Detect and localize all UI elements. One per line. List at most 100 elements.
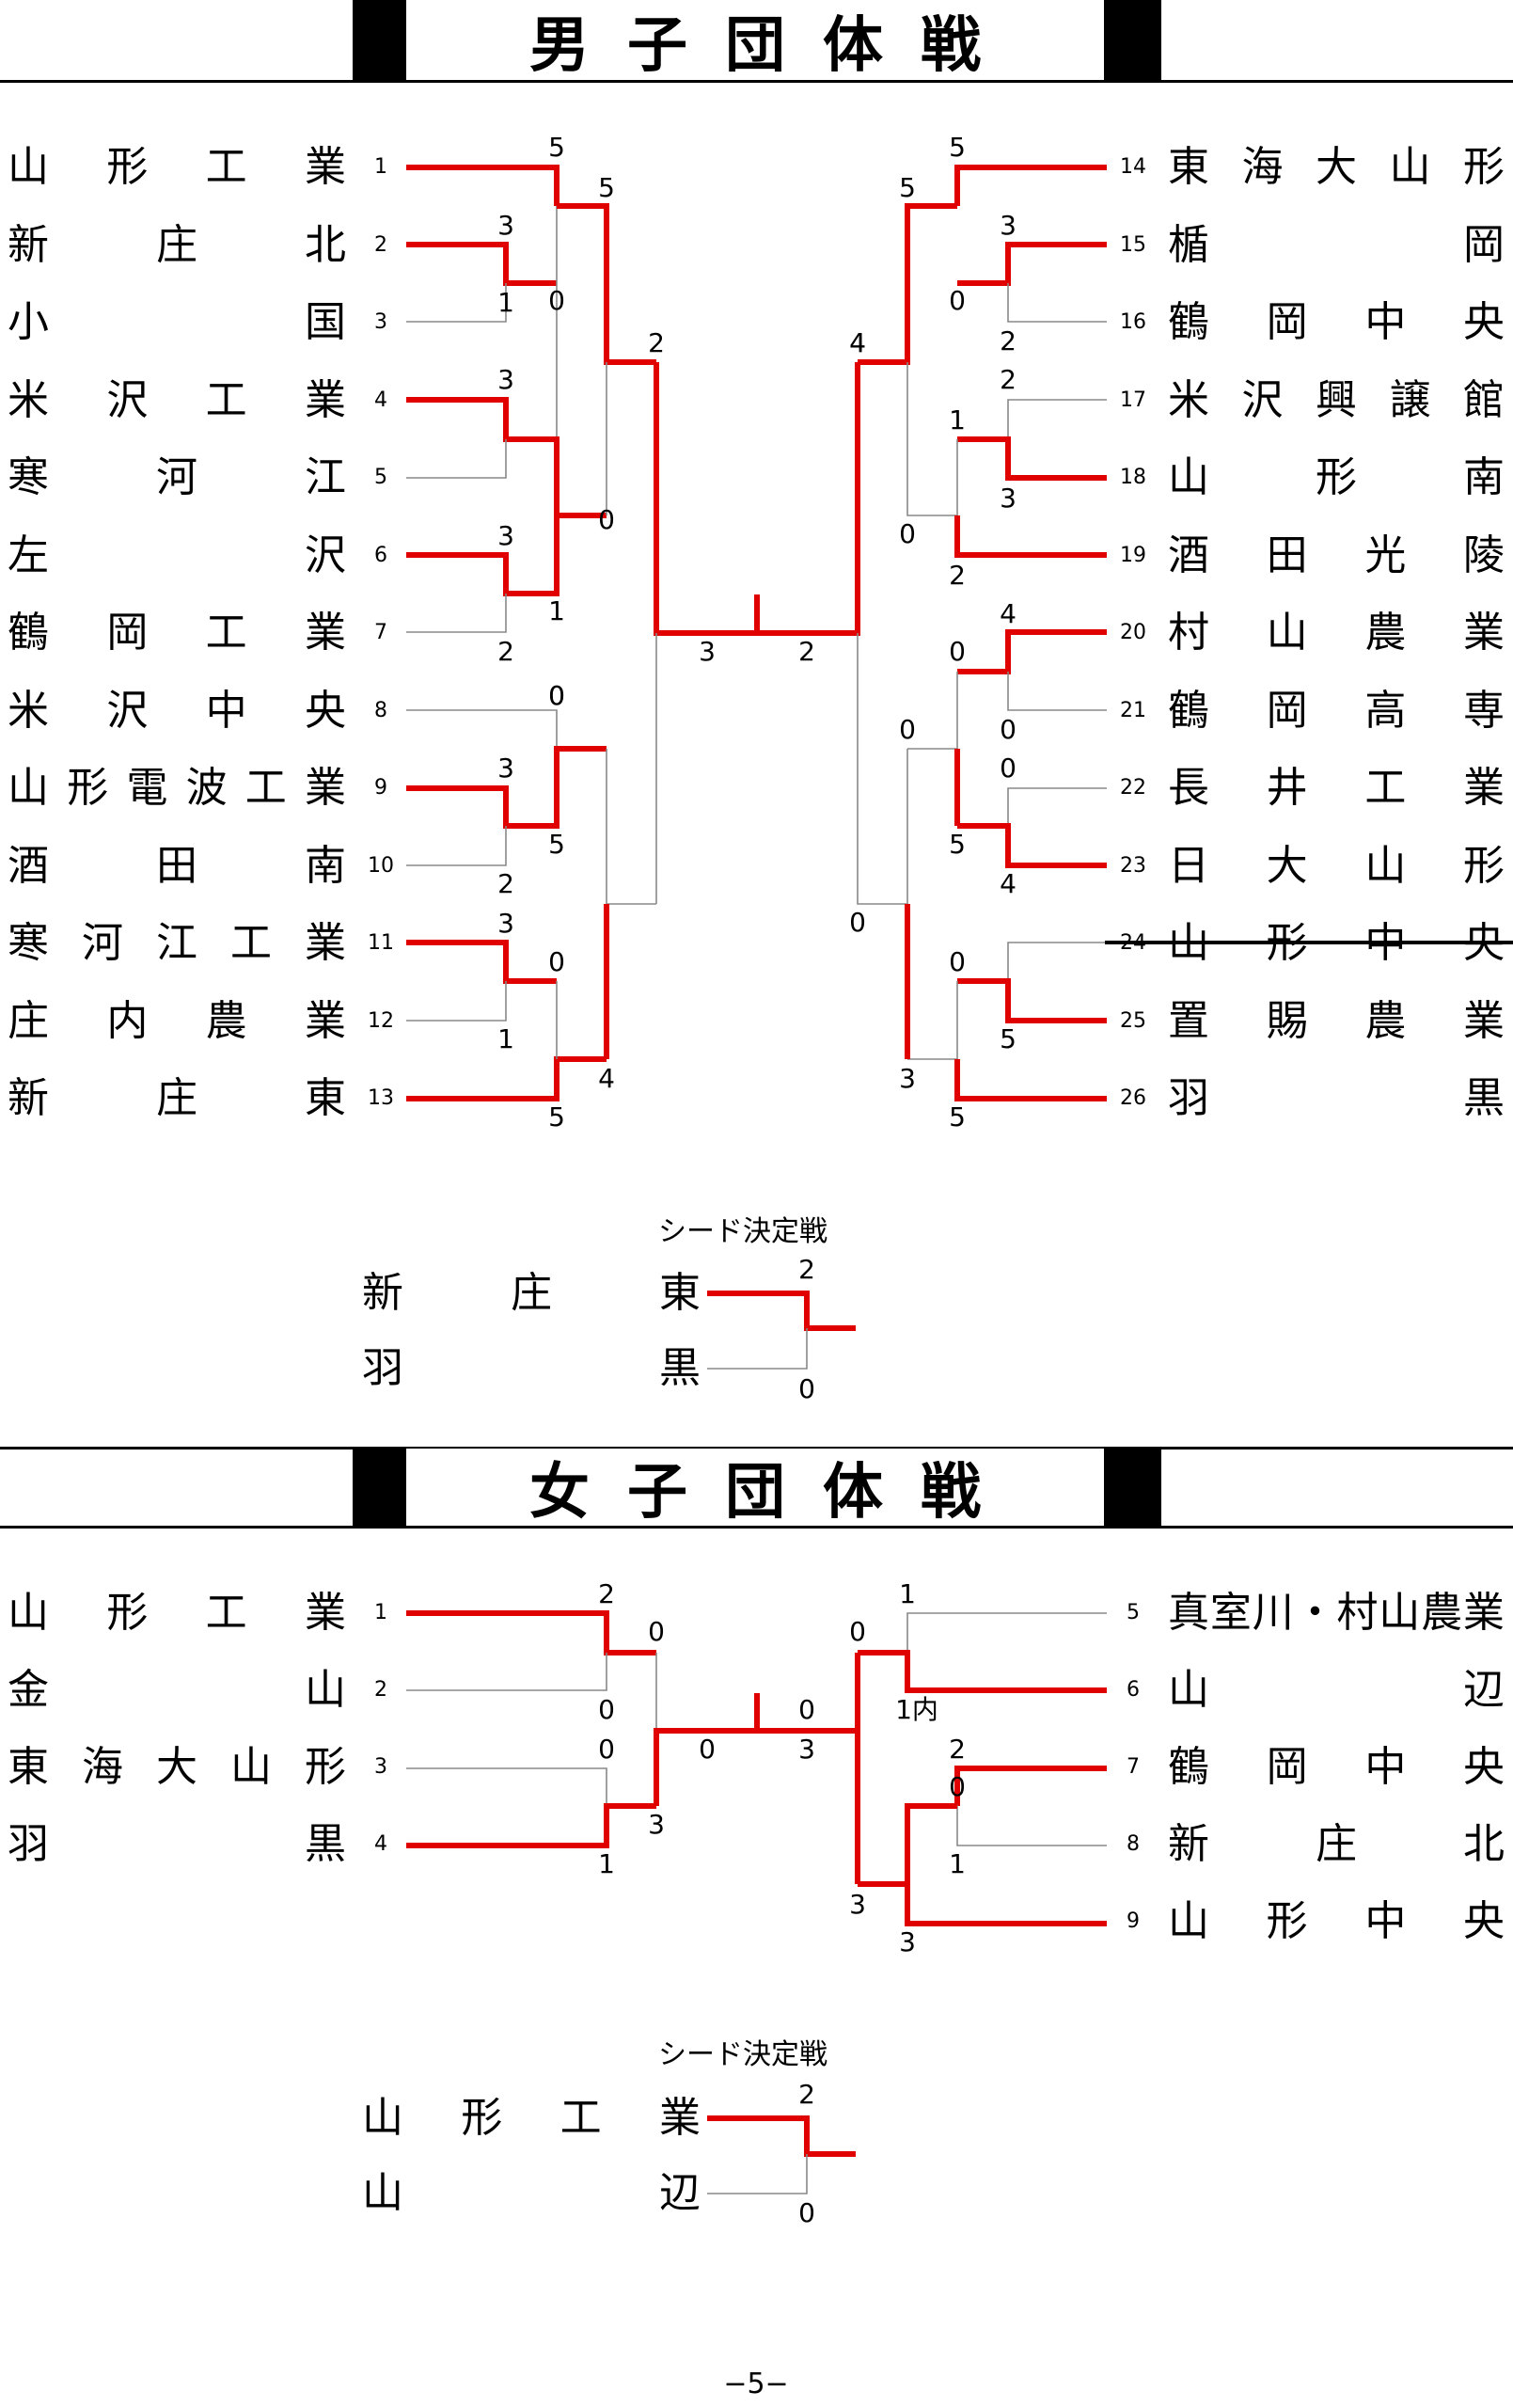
team-number: 7 [374,621,387,644]
match-score: 3 [1000,210,1017,241]
bracket-line [906,1612,1107,1653]
bracket-line [406,594,507,633]
name-char: 内 [106,996,149,1045]
team-name: 山形電波工業 [8,760,346,816]
name-char: 央 [1462,919,1505,967]
winner-line [406,515,559,596]
name-char: 央 [1462,1897,1505,1945]
name-char: 岡 [1266,298,1308,346]
match-score: 0 [548,680,565,711]
match-score: 5 [949,132,966,163]
match-score: 3 [497,908,514,939]
team-name: 羽黒 [1168,1070,1505,1127]
name-char: 農 [205,996,247,1045]
name-char: 山 [1168,1666,1209,1714]
match-score: 2 [648,327,665,358]
team-name: 山形工業 [8,139,346,196]
match-score: 5 [949,829,966,860]
team-name: 山形中央 [1168,915,1505,972]
match-score: 3 [899,1063,916,1094]
name-char: 賜 [1266,996,1308,1045]
team-number: 4 [374,1832,387,1856]
match-score: 3 [798,1734,815,1765]
name-char: 南 [305,841,346,890]
name-char: 工 [244,764,287,812]
bracket-line [1007,787,1107,826]
name-char: 楯 [1168,220,1209,269]
winner-line [858,1650,1107,1693]
team-name: 村山農業 [1168,605,1505,661]
bracket-line [406,1767,607,1806]
winner-line [707,1291,856,1331]
name-char: 沢 [106,686,149,735]
name-char: 山 [305,1666,346,1714]
team-number: 1 [374,155,387,179]
match-score: 3 [849,1889,866,1920]
name-char: 川 [1252,1589,1294,1637]
match-score: 1 [497,287,514,318]
name-char: 沢 [1241,375,1284,424]
name-char: 業 [1462,1589,1505,1637]
team-name: 山形工業 [8,1585,346,1641]
name-char: 工 [559,2094,602,2142]
team-number: 3 [374,310,387,334]
name-char: 田 [1266,531,1308,579]
team-number: 2 [374,232,387,257]
match-score: 3 [699,636,716,667]
name-char: 譲 [1389,375,1431,424]
girls-seed-team2: 山辺 [362,2165,701,2222]
winner-line [957,978,1107,1023]
match-score: 2 [497,636,514,667]
team-number: 24 [1120,931,1146,955]
name-char: 東 [305,1074,346,1122]
name-char: 真 [1168,1589,1209,1637]
boys-title: 男子団体戦 [529,9,1018,81]
name-char: 山 [1364,841,1407,890]
match-score: 0 [949,636,966,667]
name-char: 鶴 [1168,686,1209,735]
bracket-line [406,1653,607,1691]
name-char: 村 [1336,1589,1379,1637]
match-score: 3 [1000,483,1017,514]
name-char: 形 [1463,143,1505,191]
team-name: 米沢工業 [8,372,346,429]
team-name: 山形南 [1168,450,1505,506]
boys-title-box: 男子団体戦 [406,0,1104,81]
girls-title-box: 女子団体戦 [406,1449,1104,1528]
name-char: 辺 [659,2169,701,2217]
name-char: 形 [305,1743,346,1791]
name-char: 工 [205,609,247,657]
match-score: 1 [598,1848,615,1879]
name-char: 庄 [156,220,197,269]
name-char: 江 [305,453,346,501]
team-name: 庄内農業 [8,993,346,1050]
team-name: 置賜農業 [1168,993,1505,1050]
page-number: −5− [723,2368,789,2400]
team-name: 新庄北 [8,217,346,274]
name-char: 工 [205,375,247,424]
team-name: 新庄東 [8,1070,346,1127]
name-char: 庄 [1316,1820,1357,1868]
match-score: 5 [548,829,565,860]
match-score: 5 [548,132,565,163]
name-char: 置 [1168,996,1209,1045]
team-number: 3 [374,1755,387,1779]
match-score: 0 [849,907,866,938]
name-char: 羽 [362,1344,403,1392]
girls-seed-score2: 0 [798,2197,815,2228]
girls-top-rule [0,1447,1513,1450]
winner-line [957,436,1107,481]
name-char: 黒 [1463,1074,1505,1122]
name-char: 庄 [511,1269,552,1317]
bracket-line [406,709,558,749]
team-number: 9 [374,776,387,800]
team-number: 2 [374,1678,387,1702]
bracket-line [1007,942,1107,981]
team-name: 寒河江 [8,450,346,506]
team-name: 山形中央 [1168,1893,1505,1950]
name-char: 業 [304,764,346,812]
winner-line [406,397,607,518]
name-char: 酒 [1168,531,1209,579]
match-score: 2 [798,636,815,667]
name-char: 山 [1389,143,1431,191]
